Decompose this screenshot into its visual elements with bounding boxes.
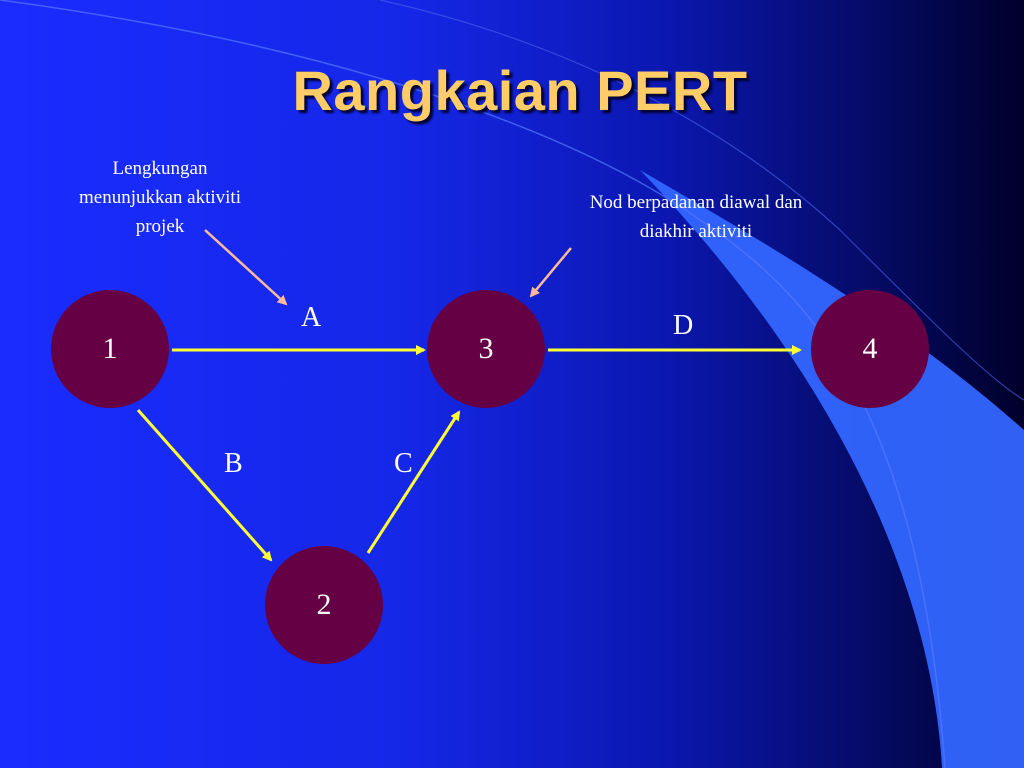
activity-label-c: C [394, 448, 413, 479]
note-nodes: Nod berpadanan diawal dan diakhir aktivi… [540, 188, 852, 246]
activity-label-a: A [301, 302, 322, 333]
node-4: 4 [811, 290, 929, 408]
activity-label-d: D [673, 310, 694, 341]
note-line: menunjukkan aktiviti [78, 187, 241, 208]
node-3: 3 [427, 290, 545, 408]
activity-label-b: B [224, 448, 243, 479]
note-line: projek [135, 216, 185, 237]
node-2: 2 [265, 546, 383, 664]
note-line: Lengkungan [112, 158, 208, 179]
note-line: diakhir aktiviti [639, 221, 753, 242]
note-activity-arcs: Lengkungan menunjukkan aktiviti projek [40, 154, 280, 241]
slide-title: Rangkaian PERT [292, 59, 748, 122]
node-1: 1 [51, 290, 169, 408]
note-line: Nod berpadanan diawal dan [589, 192, 803, 213]
